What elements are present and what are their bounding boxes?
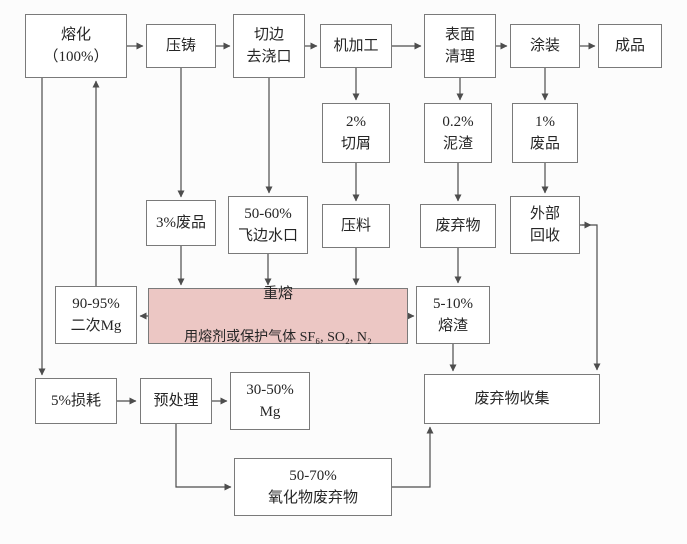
box-die-casting: 压铸: [146, 24, 216, 68]
box-sludge: 0.2% 泥渣: [424, 103, 492, 163]
box-flash-gate: 50-60% 飞边水口: [228, 196, 308, 254]
box-chips: 2% 切屑: [322, 103, 390, 163]
box-remelt: 重熔 用熔剂或保护气体 SF₆, SO₂, N₂: [148, 286, 408, 345]
remelt-subtitle: 用熔剂或保护气体 SF₆, SO₂, N₂: [184, 329, 372, 345]
box-finished-product: 成品: [598, 24, 662, 68]
box-external-recovery: 外部 回收: [510, 196, 580, 254]
box-loss: 5%损耗: [35, 378, 117, 424]
box-slag: 5-10% 熔渣: [416, 286, 490, 344]
box-mg-30-50: 30-50% Mg: [230, 372, 310, 430]
box-oxide-waste: 50-70% 氧化物废弃物: [234, 458, 392, 516]
box-surface-cleaning: 表面 清理: [424, 14, 496, 78]
box-melting: 熔化 （100%）: [25, 14, 127, 78]
box-coating: 涂装: [510, 24, 580, 68]
remelt-title: 重熔: [262, 286, 293, 303]
box-waste: 废弃物: [420, 204, 496, 248]
box-compacted-material: 压料: [322, 204, 390, 248]
box-pretreatment: 预处理: [140, 378, 212, 424]
arrow-external-to-collection: [580, 224, 601, 371]
box-secondary-mg: 90-95% 二次Mg: [55, 286, 137, 344]
arrow-pretreatment-to-oxide: [175, 424, 232, 491]
box-trimming: 切边 去浇口: [233, 14, 305, 78]
box-scrap-1pct: 1% 废品: [512, 103, 578, 163]
box-machining: 机加工: [320, 24, 392, 68]
box-waste-collection: 废弃物收集: [424, 374, 600, 424]
box-scrap-3pct: 3%废品: [146, 200, 216, 246]
arrow-oxide-to-collection: [392, 426, 434, 488]
